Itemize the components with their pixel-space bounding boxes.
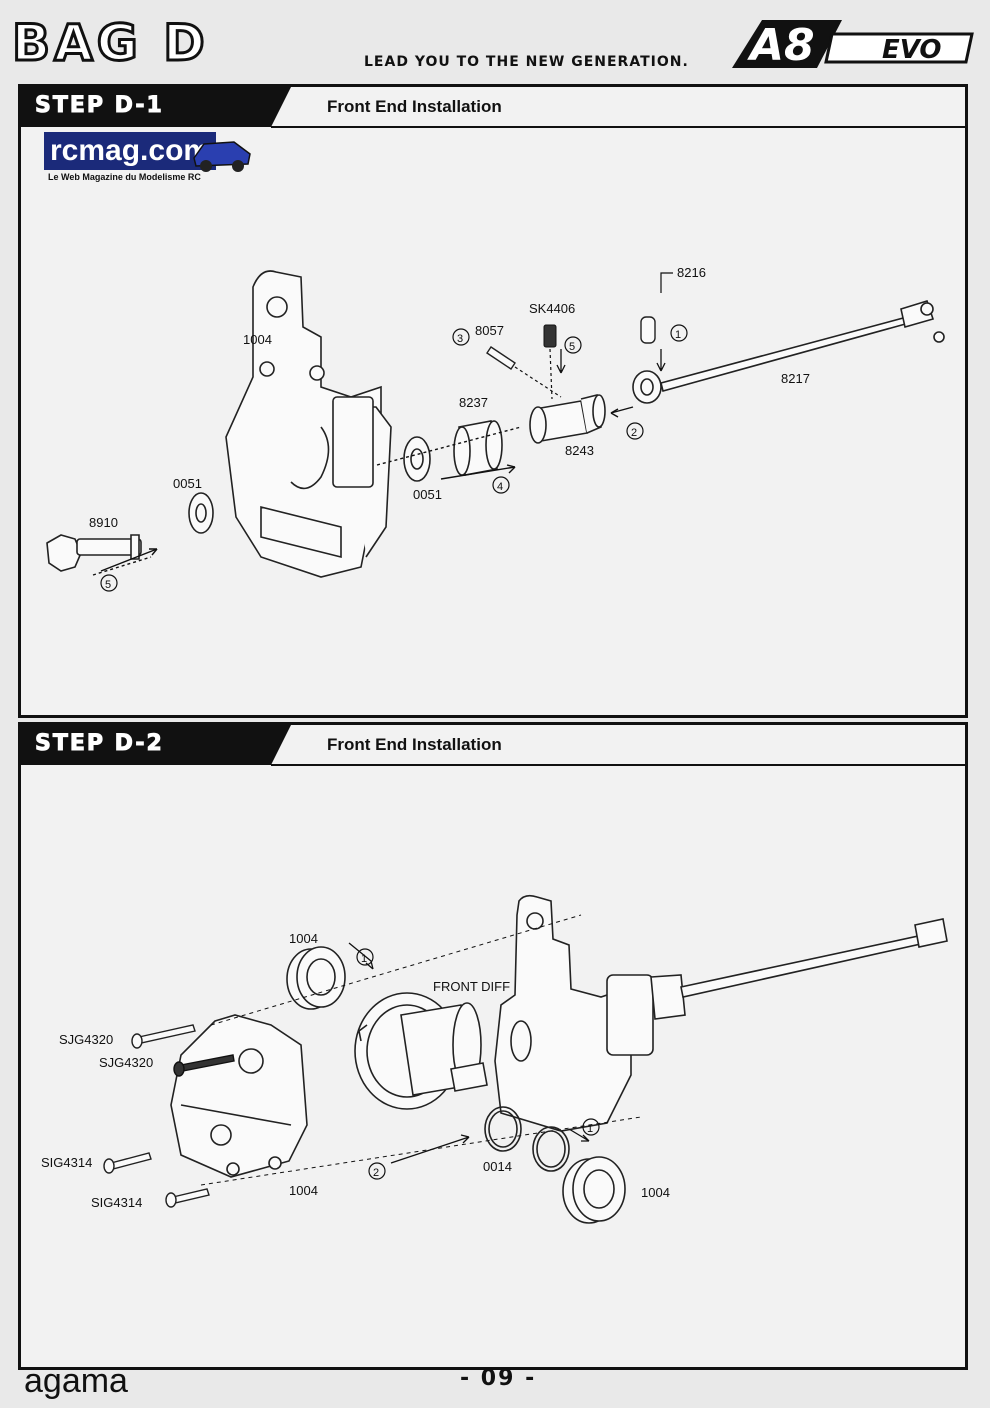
pin-8216 — [640, 316, 656, 344]
part-8217-label: 8217 — [781, 371, 810, 386]
bearing-1004-bottom — [562, 1156, 626, 1224]
step-d2-panel: STEP D-2 Front End Installation FRONT DI… — [18, 722, 968, 1370]
rcmag-watermark: rcmag.com Le Web Magazine du Modelisme R… — [44, 132, 254, 188]
bag-title: BAG D — [11, 14, 209, 72]
front-diff-part — [354, 992, 488, 1110]
step-d1-title: Front End Installation — [327, 97, 502, 116]
part-8216-label: 8216 — [677, 265, 706, 280]
a8evo-logo: A8 EVO — [722, 12, 978, 76]
screw-sig4314-a — [103, 1152, 152, 1174]
part-1004-label: 1004 — [243, 332, 272, 347]
part-1004-a-label: 1004 — [289, 931, 318, 946]
step-d1-exploded-diagram: 1004 0051 8910 5 0051 — [46, 265, 945, 592]
step-d2-exploded-diagram: FRONT DIFF 1004 1004 1 SJG4320 — [41, 894, 948, 1224]
step-d1-panel: STEP D-1 Front End Installation 1004 005… — [18, 84, 968, 718]
pinion-gear-8910 — [46, 534, 142, 572]
screw-sig4314-b — [165, 1188, 210, 1208]
agama-logo: agama — [24, 1362, 128, 1401]
step-d2-label: STEP D-2 — [35, 731, 164, 757]
step-d2-header-bar — [21, 725, 965, 766]
front-bulkhead-part — [225, 270, 392, 578]
rcmag-site: rcmag.com — [44, 132, 217, 170]
step-d1-header-bar — [21, 87, 965, 128]
bearing-0051-left — [188, 492, 214, 534]
part-0051-left-label: 0051 — [173, 476, 202, 491]
step-2-number: 2 — [631, 427, 637, 439]
screw-sjg4320-mid — [173, 1054, 235, 1077]
agama-brand-text: agama — [24, 1362, 128, 1400]
step-1-number: 1 — [675, 329, 681, 341]
part-0051-right-label: 0051 — [413, 487, 442, 502]
step-2-number: 2 — [373, 1167, 379, 1179]
step-5b-number: 5 — [569, 341, 575, 353]
pin-8057 — [486, 346, 516, 370]
bearing-0051-right — [403, 436, 431, 482]
part-8243-label: 8243 — [565, 443, 594, 458]
step-3-number: 3 — [457, 333, 463, 345]
part-8910-label: 8910 — [89, 515, 118, 530]
tagline: LEAD YOU TO THE NEW GENERATION. — [364, 54, 689, 70]
screw-sjg4320-top — [131, 1024, 196, 1049]
sig4314-a-label: SIG4314 — [41, 1155, 92, 1170]
step-1a-number: 1 — [361, 953, 367, 965]
step-d1-label: STEP D-1 — [35, 93, 164, 119]
part-8057-label: 8057 — [475, 323, 504, 338]
logo-suffix: EVO — [882, 35, 942, 65]
rc-car-icon — [193, 141, 251, 172]
step-d2-title: Front End Installation — [327, 735, 502, 754]
step-1b-number: 1 — [587, 1123, 593, 1135]
bearing-1004-top — [286, 946, 346, 1010]
step-4-number: 4 — [497, 481, 503, 493]
set-screw-sk4406 — [543, 324, 557, 348]
sjg4320-top-label: SJG4320 — [59, 1032, 113, 1047]
page-number: - 09 - — [460, 1366, 537, 1391]
rcmag-subtitle: Le Web Magazine du Modelisme RC — [48, 172, 201, 182]
step-5a-number: 5 — [105, 579, 111, 591]
part-1004-c-label: 1004 — [289, 1183, 318, 1198]
assembled-bulkhead-with-cvd — [494, 894, 948, 1132]
part-sk4406-label: SK4406 — [529, 301, 575, 316]
front-diff-label: FRONT DIFF — [433, 979, 510, 994]
diff-cover-housing — [170, 1014, 308, 1178]
cup-sleeve-8237 — [453, 420, 503, 476]
o-ring-0014 — [484, 1106, 570, 1172]
outdrive-8243 — [529, 394, 606, 444]
cvd-driveshaft-8217 — [632, 300, 945, 404]
sjg4320-mid-label: SJG4320 — [99, 1055, 153, 1070]
part-1004-b-label: 1004 — [641, 1185, 670, 1200]
logo-text: A8 — [747, 20, 815, 71]
part-0014-label: 0014 — [483, 1159, 512, 1174]
part-8237-label: 8237 — [459, 395, 488, 410]
sig4314-b-label: SIG4314 — [91, 1195, 142, 1210]
